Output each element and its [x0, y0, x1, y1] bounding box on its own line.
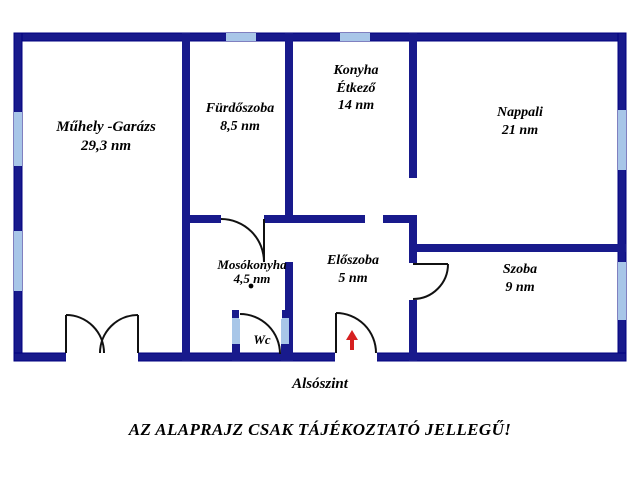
top-wall: [13, 32, 627, 42]
wall-garage-bathroom: [182, 33, 190, 361]
wall-bathroom-laundry-b: [263, 215, 293, 223]
wall-bathroom-laundry-a: [182, 215, 222, 223]
window-right-lower: [618, 262, 626, 320]
door-garage-right-arc: [99, 314, 139, 354]
opening-szoba: [408, 263, 418, 300]
laundry-dot-icon: [248, 283, 254, 289]
window-top-kitchen: [340, 33, 370, 41]
door-entry: [335, 312, 377, 354]
door-bathroom-arc: [220, 218, 265, 263]
opening-entry: [335, 352, 377, 362]
disclaimer-caption: AZ ALAPRAJZ CSAK TÁJÉKOZTATÓ JELLEGŰ!: [128, 420, 512, 439]
left-wall: [13, 32, 23, 362]
door-bathroom: [220, 218, 265, 263]
wall-bathroom-kitchen: [285, 33, 293, 221]
opening-garage-right: [100, 352, 138, 362]
door-wc: [239, 313, 281, 355]
wall-livingroom-szoba: [409, 244, 626, 252]
level-caption: Alsószint: [292, 376, 348, 392]
door-garage-double: [65, 314, 139, 354]
door-wc-arc: [239, 313, 281, 355]
wall-hall-top-b: [383, 215, 417, 223]
opening-wc: [239, 309, 282, 319]
window-left-upper: [14, 112, 22, 166]
window-top-bathroom: [226, 33, 256, 41]
exterior-walls: [13, 32, 627, 362]
door-swings: [65, 218, 449, 355]
entry-arrow-icon: [346, 330, 358, 350]
window-right-upper: [618, 110, 626, 170]
door-garage-left-arc: [65, 314, 105, 354]
opening-garage-left: [66, 352, 104, 362]
door-szoba-arc: [412, 263, 449, 300]
windows: [14, 33, 626, 361]
bottom-wall: [13, 352, 627, 362]
door-entry-arc: [335, 312, 377, 354]
door-openings: [66, 214, 418, 362]
wall-kitchen-livingroom: [409, 33, 417, 178]
opening-bathroom: [221, 214, 264, 224]
wall-hall-top-a: [285, 215, 365, 223]
markers: [248, 283, 358, 350]
door-szoba: [412, 263, 449, 300]
window-wc-right: [281, 318, 289, 344]
window-left-lower: [14, 231, 22, 291]
window-wc-left: [232, 318, 240, 344]
